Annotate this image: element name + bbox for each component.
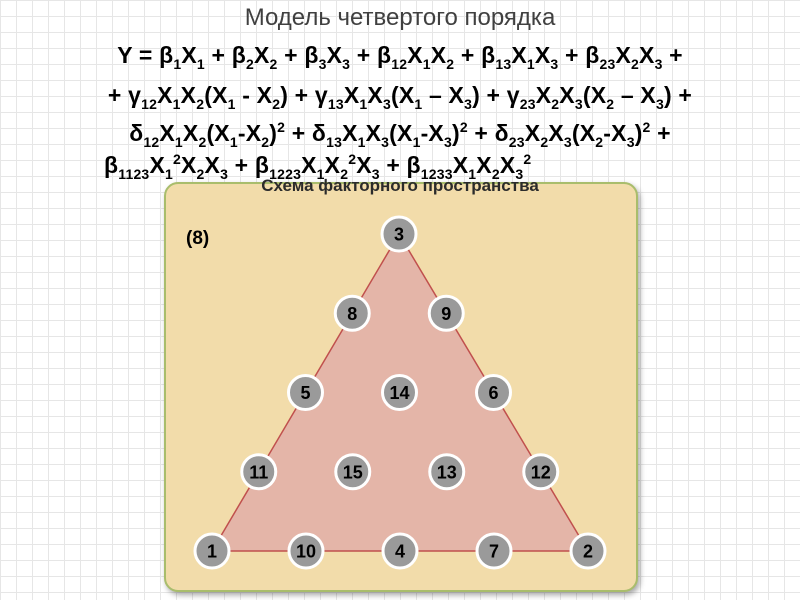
- node-14: 14: [381, 374, 418, 411]
- node-label: 6: [488, 383, 498, 403]
- node-label: 5: [300, 383, 310, 403]
- node-circle: [193, 532, 231, 570]
- node-circle: [427, 294, 465, 332]
- node-8: 8: [333, 294, 371, 332]
- node-label: 2: [583, 542, 593, 562]
- node-circle: [475, 532, 513, 570]
- node-3: 3: [380, 215, 418, 253]
- node-15: 15: [334, 453, 372, 491]
- equation-line-2: + γ12X1X2(X1 - X2) + γ13X1X3(X1 – X3) + …: [107, 82, 693, 112]
- equation-line-1: Y = β1X1 + β2X2 + β3X3 + β12X1X2 + β13X1…: [117, 42, 683, 72]
- node-circle: [380, 215, 418, 253]
- node-label: 12: [531, 462, 551, 482]
- node-9: 9: [427, 294, 465, 332]
- equation-line-4: β1123X12X2X3 + β1223X1X22X3 + β1233X1X2X…: [104, 151, 532, 182]
- node-13: 13: [428, 453, 466, 491]
- node-circle: [381, 532, 419, 570]
- node-label: 7: [489, 542, 499, 562]
- node-2: 2: [569, 532, 607, 570]
- node-circle: [475, 374, 512, 411]
- node-circle: [240, 453, 278, 491]
- experiment-count-label: (8): [186, 228, 210, 249]
- node-circle: [333, 294, 371, 332]
- node-4: 4: [381, 532, 419, 570]
- node-7: 7: [475, 532, 513, 570]
- slide-title: Модель четвертого порядка: [244, 4, 556, 31]
- node-10: 10: [287, 532, 325, 570]
- node-12: 12: [522, 453, 560, 491]
- node-1: 1: [193, 532, 231, 570]
- node-circle: [428, 453, 466, 491]
- node-label: 11: [249, 462, 268, 482]
- node-circle: [522, 453, 560, 491]
- node-label: 9: [441, 304, 451, 324]
- node-5: 5: [287, 374, 324, 411]
- node-6: 6: [475, 374, 512, 411]
- diagram-title: Схема факторного пространства: [261, 176, 539, 195]
- simplex-nodes: 1 10 4 7 2 11 5 8 3 9 6 12 14 15 13: [193, 215, 607, 570]
- node-label: 14: [389, 383, 409, 403]
- node-label: 15: [343, 462, 363, 482]
- node-circle: [569, 532, 607, 570]
- node-11: 11: [240, 453, 278, 491]
- node-label: 13: [437, 462, 457, 482]
- node-label: 8: [347, 304, 357, 324]
- node-label: 4: [395, 542, 405, 562]
- node-circle: [287, 374, 324, 411]
- node-label: 3: [394, 225, 404, 245]
- equation-line-3: δ12X1X2(X1-X2)2 + δ13X1X3(X1-X3)2 + δ23X…: [129, 119, 671, 150]
- node-label: 10: [296, 542, 316, 562]
- node-circle: [334, 453, 372, 491]
- node-circle: [287, 532, 325, 570]
- node-label: 1: [207, 542, 217, 562]
- node-circle: [381, 374, 418, 411]
